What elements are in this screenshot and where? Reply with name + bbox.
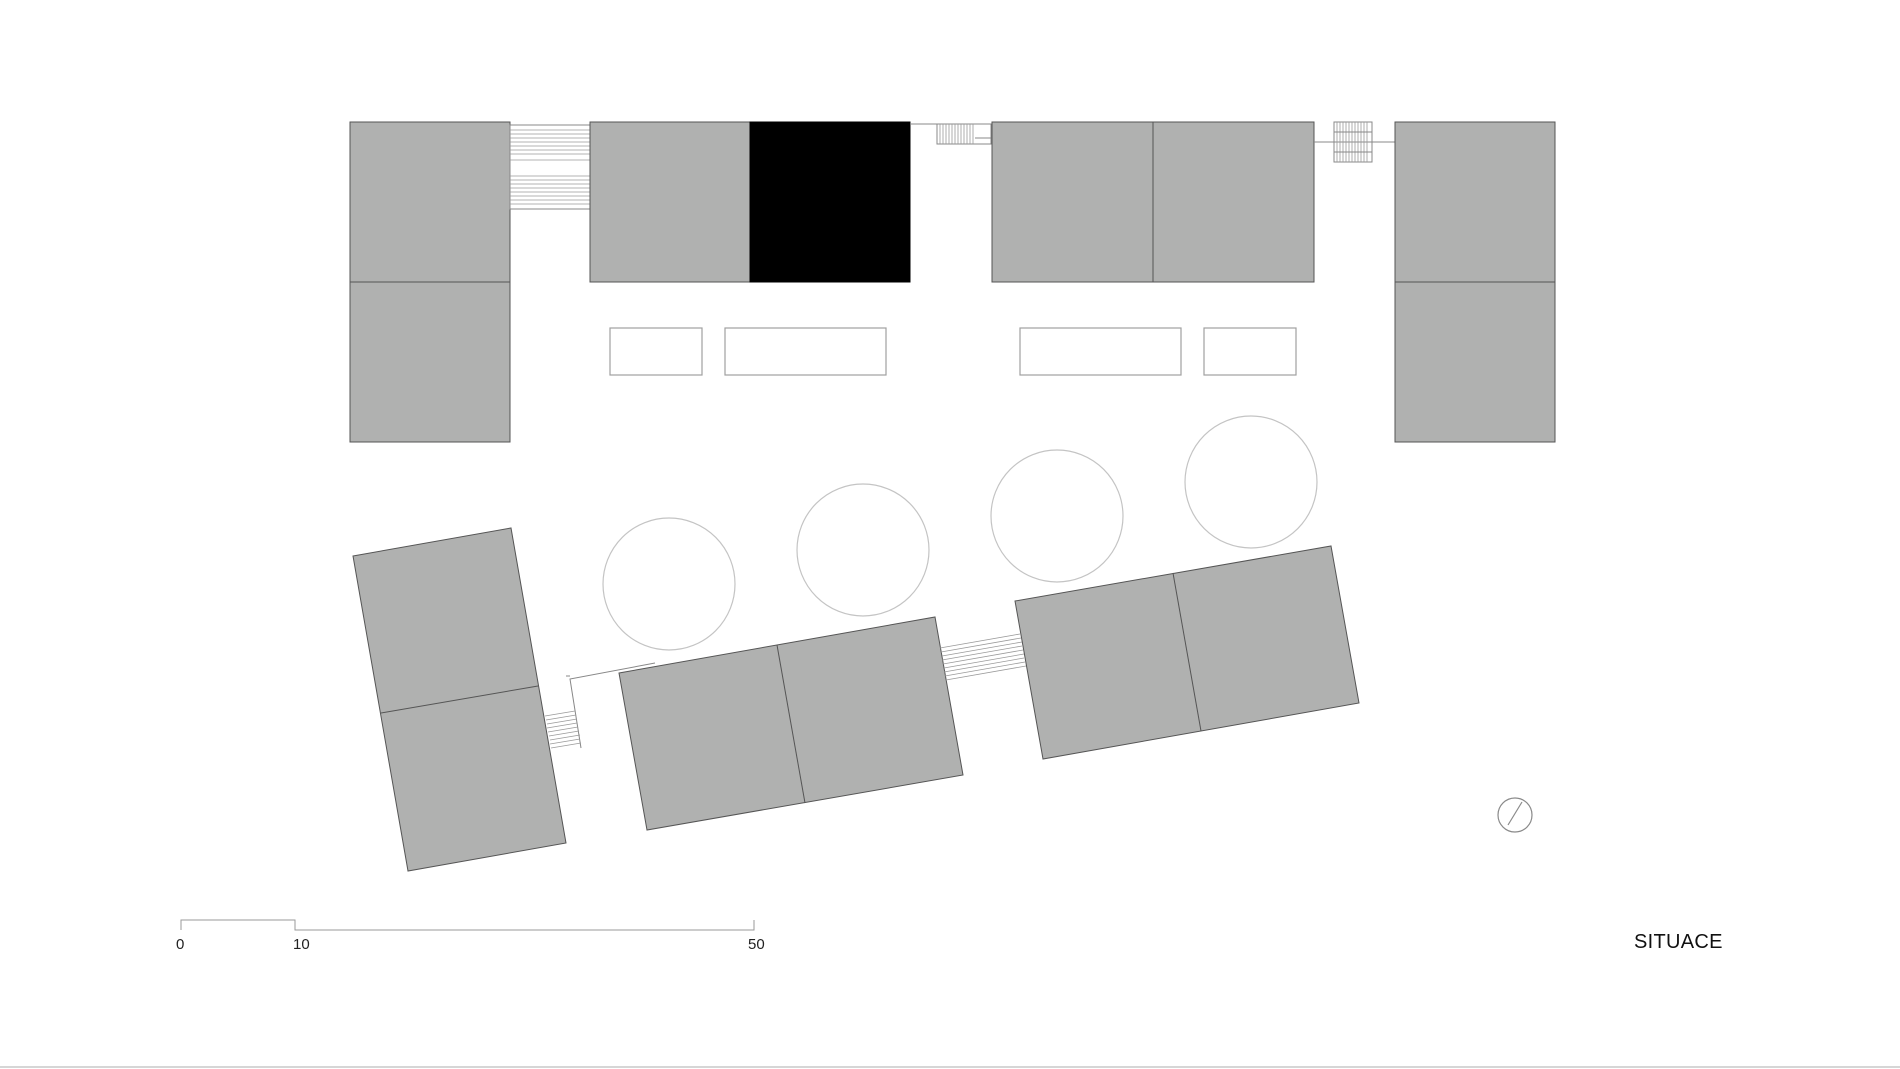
north-arrow-icon xyxy=(1497,797,1533,833)
tree-circle-2 xyxy=(796,483,930,617)
drawing-title: SITUACE xyxy=(1634,931,1723,953)
planter-outlines xyxy=(609,327,1297,376)
planter-3 xyxy=(1019,327,1182,376)
tree-circles xyxy=(602,415,1318,651)
building-top-highlighted xyxy=(749,121,911,283)
planter-2 xyxy=(724,327,887,376)
top-row-buildings xyxy=(349,121,1556,443)
planter-4 xyxy=(1203,327,1297,376)
scale-label-10: 10 xyxy=(293,936,310,953)
stair-top-left xyxy=(509,124,591,210)
stair-bottom-left xyxy=(544,662,656,749)
tree-circle-3 xyxy=(990,449,1124,583)
stair-bottom-center xyxy=(939,633,1027,681)
bottom-row-buildings xyxy=(352,527,1360,872)
planter-1 xyxy=(609,327,703,376)
scale-bar: 0 10 50 xyxy=(176,919,765,953)
tree-circle-4 xyxy=(1184,415,1318,549)
tree-circle-1 xyxy=(602,517,736,651)
stair-top-right xyxy=(1314,121,1395,163)
scale-label-0: 0 xyxy=(176,936,184,953)
stair-top-center xyxy=(910,123,992,145)
building-top-center-left xyxy=(589,121,751,283)
scale-label-50: 50 xyxy=(748,936,765,953)
